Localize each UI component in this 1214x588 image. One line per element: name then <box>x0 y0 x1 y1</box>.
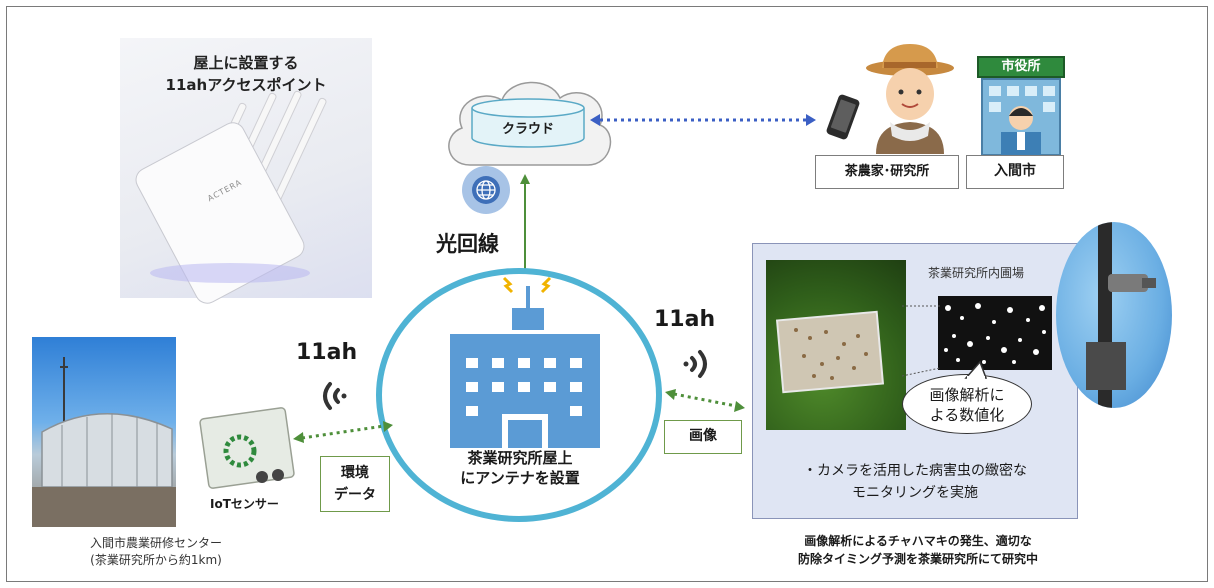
globe-icon <box>462 166 510 214</box>
left-protocol-label: 11ah <box>296 340 358 365</box>
env-data-box: 環境 データ <box>320 456 390 512</box>
analysis-bubble-line2: よる数値化 <box>929 406 1005 424</box>
access-point-title-line2: 11ahアクセスポイント <box>165 76 327 94</box>
center-caption: 茶業研究所屋上 にアンテナを設置 <box>420 448 620 488</box>
iot-sensor-label: IoTセンサー <box>210 497 279 511</box>
city-hall-sign: 市役所 <box>1001 59 1041 74</box>
field-trap-photo <box>766 260 906 430</box>
fiber-label: 光回線 <box>436 232 499 256</box>
access-point-title-line1: 屋上に設置する <box>193 54 299 72</box>
farmer-icon <box>866 44 954 154</box>
field-note-line1: ・カメラを活用した病害虫の緻密な <box>803 463 1027 479</box>
cloud-storage-icon <box>471 98 585 148</box>
field-note: ・カメラを活用した病害虫の緻密な モニタリングを実施 <box>756 460 1074 504</box>
center-caption-line2: にアンテナを設置 <box>460 469 580 487</box>
analysis-bubble-line1: 画像解析に <box>929 386 1005 404</box>
analysis-leader-lines <box>901 305 941 377</box>
cloud-users-arrow <box>590 114 816 126</box>
left-data-arrow <box>293 421 393 443</box>
bottom-right-caption: 画像解析によるチャハマキの発生、適切な 防除タイミング予測を茶業研究所にて研究中 <box>748 532 1088 568</box>
camera-photo <box>1056 222 1172 408</box>
env-data-line2: データ <box>334 487 376 503</box>
field-note-line2: モニタリングを実施 <box>852 485 978 501</box>
analysis-bubble-tail <box>964 360 988 379</box>
diagram-frame <box>6 6 1208 582</box>
access-point-photo: 屋上に設置する 11ahアクセスポイント ACTERA <box>120 38 372 304</box>
city-label: 入間市 <box>966 155 1064 189</box>
fiber-uplink-arrow <box>520 174 530 276</box>
access-point-device-icon <box>135 90 327 304</box>
analysis-bubble: 画像解析に よる数値化 <box>902 374 1032 434</box>
right-image-arrow <box>665 389 745 412</box>
field-title: 茶業研究所内圃場 <box>928 266 1025 280</box>
image-data-box: 画像 <box>664 420 742 454</box>
right-wireless-signal-icon <box>683 350 707 378</box>
greenhouse-photo <box>32 337 176 527</box>
analysis-image <box>938 296 1052 370</box>
building-icon <box>450 334 600 448</box>
center-caption-line1: 茶業研究所屋上 <box>467 449 573 467</box>
bottom-right-line2: 防除タイミング予測を茶業研究所にて研究中 <box>797 552 1038 566</box>
bottom-left-line2: (茶業研究所から約1km) <box>90 553 222 567</box>
env-data-line1: 環境 <box>341 465 369 481</box>
bottom-left-line1: 入間市農業研修センター <box>89 536 222 550</box>
cloud-label: クラウド <box>501 122 554 137</box>
city-hall-icon: 市役所 <box>975 56 1067 156</box>
farmer-label: 茶農家･研究所 <box>815 155 959 189</box>
bottom-right-line1: 画像解析によるチャハマキの発生、適切な <box>804 534 1032 548</box>
bottom-left-caption: 入間市農業研修センター (茶業研究所から約1km) <box>56 535 256 569</box>
iot-sensor-icon <box>199 407 295 489</box>
right-protocol-label: 11ah <box>654 307 716 332</box>
left-wireless-signal-icon <box>323 382 347 410</box>
smartphone-icon <box>826 94 860 140</box>
antenna-icon <box>502 276 552 330</box>
